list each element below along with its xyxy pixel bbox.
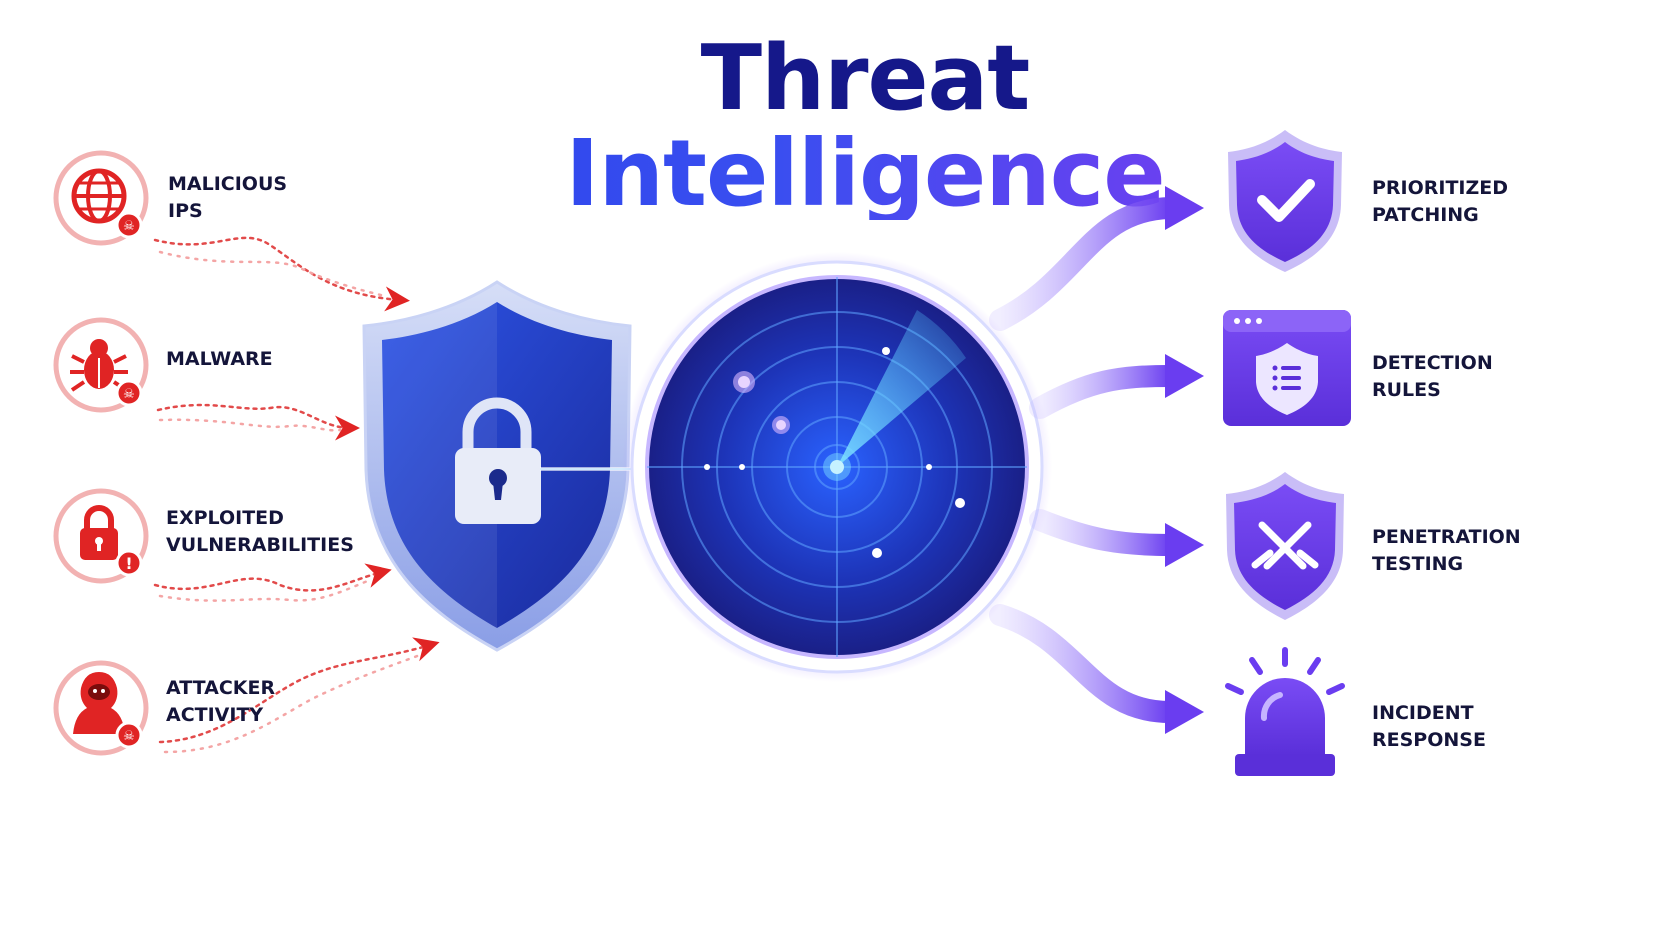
check-shield-icon xyxy=(1228,130,1342,272)
outcome-arrow-3 xyxy=(1029,509,1181,556)
threat-label-attacker-activity: ATTACKER ACTIVITY xyxy=(166,675,275,729)
outcome-label-penetration-testing: PENETRATION TESTING xyxy=(1372,524,1521,578)
globe-icon: ☠ xyxy=(53,150,149,246)
threat-trail-2 xyxy=(156,403,360,441)
svg-text:☠: ☠ xyxy=(123,219,135,234)
outcome-label-line: PENETRATION xyxy=(1372,526,1521,548)
threat-trail-3 xyxy=(153,563,392,592)
outcome-label-prioritized-patching: PRIORITIZED PATCHING xyxy=(1372,175,1508,229)
svg-text:!: ! xyxy=(125,554,132,573)
outcome-label-line: INCIDENT xyxy=(1372,702,1474,724)
svg-text:☠: ☠ xyxy=(123,387,135,402)
title-line-1: Threat xyxy=(700,26,1031,131)
outcome-arrow-2 xyxy=(1029,365,1181,419)
padlock-icon xyxy=(455,397,541,524)
browser-shield-icon xyxy=(1223,310,1351,426)
title-line-2: Intelligence xyxy=(0,128,1672,220)
outcome-label-line: PATCHING xyxy=(1372,204,1479,226)
outcome-label-line: DETECTION xyxy=(1372,352,1493,374)
outcome-arrow-4 xyxy=(989,604,1181,723)
outcome-label-incident-response: INCIDENT RESPONSE xyxy=(1372,700,1486,754)
threat-label-malware: MALWARE xyxy=(166,346,273,373)
threat-label-line: ACTIVITY xyxy=(166,704,264,726)
threat-label-line: ATTACKER xyxy=(166,677,276,699)
threat-trails xyxy=(153,236,440,754)
bug-icon: ☠ xyxy=(53,317,149,413)
threat-label-line: VULNERABILITIES xyxy=(166,534,354,556)
outcome-label-line: PRIORITIZED xyxy=(1372,177,1509,199)
threat-label-line: MALICIOUS xyxy=(168,173,288,195)
crossed-swords-shield-icon xyxy=(1226,472,1344,620)
page-title: Threat Intelligence xyxy=(0,34,1672,220)
threat-trail-4 xyxy=(158,637,440,744)
threat-label-line: IPS xyxy=(168,200,203,222)
radar-icon xyxy=(622,252,1052,682)
outcome-arrows xyxy=(989,197,1181,723)
lock-alert-icon: ! xyxy=(53,488,149,584)
outcome-arrowheads xyxy=(1165,186,1204,734)
threat-label-line: EXPLOITED xyxy=(166,507,284,529)
outcome-label-line: TESTING xyxy=(1372,553,1464,575)
threat-label-malicious-ips: MALICIOUS IPS xyxy=(168,171,287,225)
outcome-label-line: RULES xyxy=(1372,379,1441,401)
outcome-arrow-1 xyxy=(989,197,1181,331)
central-shield-icon xyxy=(362,280,632,652)
svg-text:☠: ☠ xyxy=(123,729,135,744)
outcome-label-line: RESPONSE xyxy=(1372,729,1486,751)
hooded-attacker-icon: ☠ xyxy=(53,660,149,756)
outcome-label-detection-rules: DETECTION RULES xyxy=(1372,350,1493,404)
threat-label-exploited-vulnerabilities: EXPLOITED VULNERABILITIES xyxy=(166,505,354,559)
threat-trail-1 xyxy=(153,236,410,312)
alarm-siren-icon xyxy=(1225,647,1345,776)
threat-label-line: MALWARE xyxy=(166,348,273,370)
